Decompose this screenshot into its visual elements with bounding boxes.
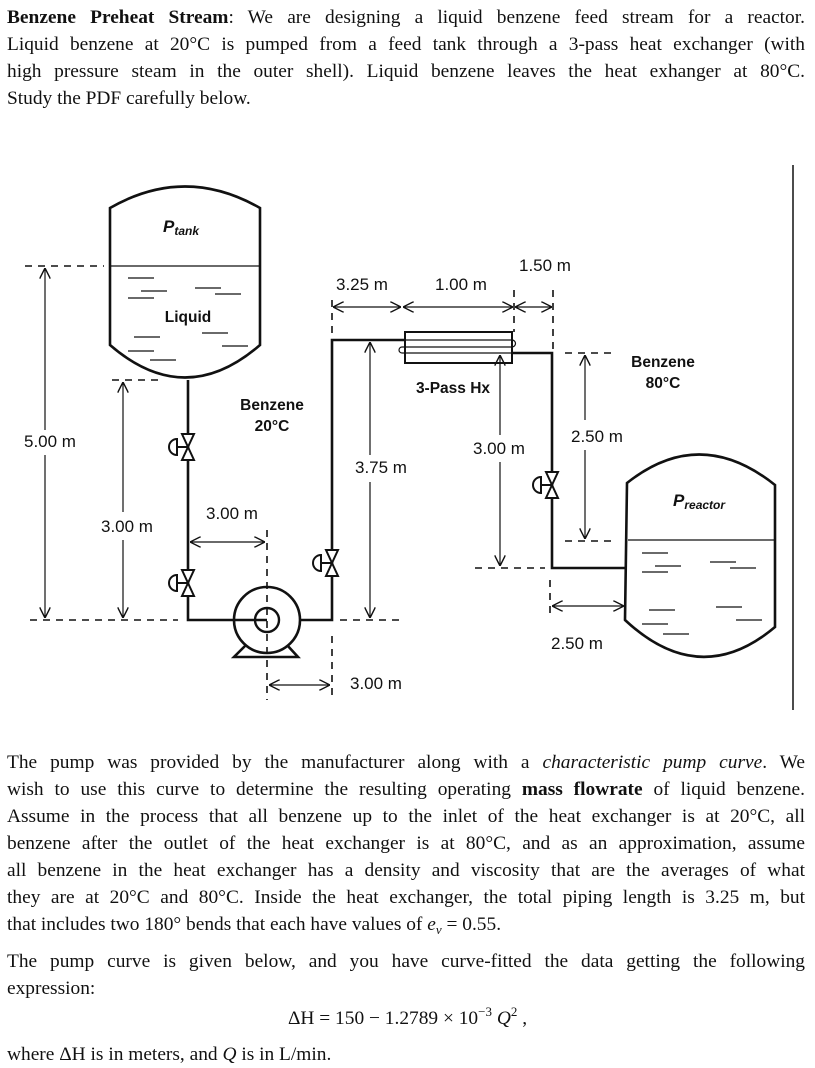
text-line: wish to use this curve to determine the … [7, 776, 805, 803]
text-run: expression: [7, 978, 96, 999]
text-run: mass flowrate [521, 779, 643, 800]
text-line: Study the PDF carefully below. [7, 85, 805, 112]
text-run: all benzene in the heat exchanger has a … [7, 860, 805, 881]
text-run: that includes two 180° bends that each h… [7, 914, 428, 935]
pump-curve-paragraph: The pump curve is given below, and you h… [7, 948, 805, 1002]
hx-label: 3-Pass Hx [416, 380, 490, 397]
text-line: Benzene Preheat Stream: We are designing… [7, 4, 805, 31]
dim-riser-height: 3.75 m [355, 458, 407, 477]
inlet-temp-label: 20°C [255, 418, 290, 435]
outlet-pipe [512, 351, 627, 570]
text-line: that includes two 180° bends that each h… [7, 911, 805, 943]
dim-drop-to-reactor: 2.50 m [551, 634, 603, 653]
text-run: of liquid benzene. [642, 779, 805, 800]
pump-icon [230, 585, 302, 659]
text-run: ΔH = 150 − 1.2789 × 10 [287, 1008, 479, 1029]
dim-hx-to-drop: 1.50 m [519, 256, 571, 275]
text-run: characteristic pump curve [542, 752, 763, 773]
text-line: expression: [7, 975, 805, 1002]
text-run: benzene after the outlet of the heat exc… [7, 833, 805, 854]
text-run: . We [762, 752, 806, 773]
text-run: The pump was provided by the manufacture… [7, 752, 543, 773]
dim-tank-bottom: 3.00 m [101, 517, 153, 536]
feed-tank [108, 185, 262, 379]
reference-lines [25, 265, 612, 700]
reactor-pressure-label: Preactor [673, 491, 726, 512]
liquid-hatch [128, 277, 248, 361]
dimension-labels: 5.00 m 3.00 m 3.00 m 3.00 m 3.75 m 3.25 … [24, 256, 623, 693]
text-run: they are at 20°C and 80°C. Inside the he… [7, 887, 805, 908]
dim-hx-length: 1.00 m [435, 275, 487, 294]
intro-paragraph: Benzene Preheat Stream: We are designing… [7, 4, 805, 112]
dim-drop-height: 3.00 m [473, 439, 525, 458]
text-line: they are at 20°C and 80°C. Inside the he… [7, 884, 805, 911]
heat-exchanger [398, 331, 517, 364]
text-run: Benzene Preheat Stream [7, 7, 229, 28]
discharge-pipe [300, 338, 405, 622]
text-run: v [435, 922, 442, 937]
text-line: The pump was provided by the manufacture… [7, 749, 805, 776]
text-line: all benzene in the heat exchanger has a … [7, 857, 805, 884]
outlet-temp-label: 80°C [646, 375, 681, 392]
text-run: Q [496, 1008, 511, 1029]
text-run: Assume in the process that all benzene u… [7, 806, 805, 827]
units-note: where ΔH is in meters, and Q is in L/min… [7, 1041, 805, 1068]
text-run: −3 [478, 1004, 492, 1019]
text-run: high pressure steam in the outer shell).… [7, 61, 805, 82]
inlet-stream-label: Benzene [240, 397, 304, 414]
text-run: Liquid benzene at 20°C is pumped from a … [7, 34, 805, 55]
text-run: wish to use this curve to determine the … [7, 779, 522, 800]
text-line: benzene after the outlet of the heat exc… [7, 830, 805, 857]
dim-tank-level: 5.00 m [24, 432, 76, 451]
dim-valve-to-pump: 3.00 m [206, 504, 258, 523]
outlet-stream-label: Benzene [631, 354, 695, 371]
text-line: where ΔH is in meters, and Q is in L/min… [7, 1041, 805, 1068]
text-run: = 0.55. [441, 914, 502, 935]
text-run: is in L/min. [236, 1044, 332, 1065]
tank-pressure-label: Ptank [163, 217, 200, 238]
valve-icon [168, 433, 196, 461]
liquid-label: Liquid [165, 309, 212, 326]
text-line: The pump curve is given below, and you h… [7, 948, 805, 975]
text-run: : We are designing a liquid benzene feed… [228, 7, 805, 28]
valve-icon [168, 569, 196, 597]
text-line: high pressure steam in the outer shell).… [7, 58, 805, 85]
problem-paragraph: The pump was provided by the manufacture… [7, 749, 805, 943]
text-run: , [517, 1008, 528, 1029]
valve-icon [312, 549, 340, 577]
dim-reactor-level-drop: 2.50 m [571, 427, 623, 446]
dim-pump-to-riser: 3.00 m [350, 674, 402, 693]
text-run: e [427, 914, 436, 935]
dimension-arrows [45, 268, 624, 685]
text-line: Assume in the process that all benzene u… [7, 803, 805, 830]
text-run: The pump curve is given below, and you h… [7, 951, 805, 972]
suction-pipe [186, 380, 233, 622]
text-run: Study the PDF carefully below. [7, 88, 251, 109]
dim-riser-to-hx: 3.25 m [336, 275, 388, 294]
valve-icon [532, 471, 560, 499]
reactor-tank [623, 453, 777, 659]
text-run: where ΔH is in meters, and [7, 1044, 223, 1065]
text-run: Q [222, 1044, 237, 1065]
text-line: Liquid benzene at 20°C is pumped from a … [7, 31, 805, 58]
text-run: 2 [510, 1004, 518, 1019]
pump-curve-equation: ΔH = 150 − 1.2789 × 10−3 Q2 , [0, 1004, 815, 1030]
